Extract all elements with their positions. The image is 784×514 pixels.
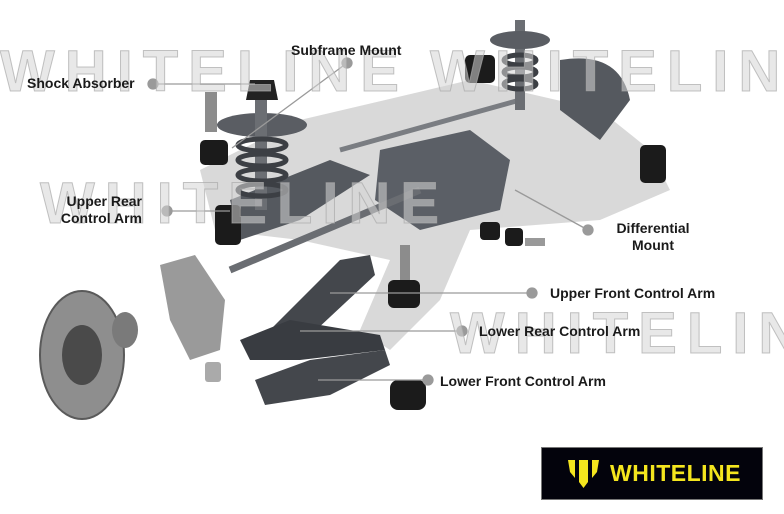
label-line: Control Arm bbox=[60, 210, 142, 226]
label-line: Upper Rear bbox=[66, 193, 142, 209]
bolt bbox=[400, 245, 410, 290]
rotor-hub bbox=[62, 325, 102, 385]
coil-spring bbox=[501, 52, 539, 92]
trailing-arm bbox=[560, 58, 630, 141]
label-line: Mount bbox=[632, 237, 674, 253]
bushing bbox=[388, 280, 420, 308]
sleeve bbox=[525, 238, 545, 246]
label-upper-front-control-arm: Upper Front Control Arm bbox=[550, 285, 716, 301]
top-mount bbox=[246, 80, 278, 100]
label-upper-rear-control-arm: Upper Rear Control Arm bbox=[40, 193, 142, 227]
lower-rear-arm bbox=[240, 320, 385, 360]
bushing bbox=[505, 228, 523, 246]
driveshaft bbox=[339, 97, 521, 153]
upper-rear-arm bbox=[230, 160, 370, 240]
sleeve bbox=[205, 362, 221, 382]
shock-absorber bbox=[255, 80, 267, 210]
bushing bbox=[465, 55, 495, 83]
wheel-bearing bbox=[112, 312, 138, 348]
lower-front-arm bbox=[255, 350, 390, 405]
label-lower-rear-control-arm: Lower Rear Control Arm bbox=[479, 323, 641, 339]
logo-mark-icon bbox=[568, 459, 599, 488]
bushing bbox=[215, 205, 241, 245]
bushing bbox=[640, 145, 666, 183]
logo-text: WHITELINE bbox=[610, 460, 741, 486]
knuckle bbox=[160, 255, 225, 360]
bushing bbox=[390, 380, 426, 410]
driveshaft bbox=[228, 186, 422, 274]
sleeve bbox=[205, 92, 217, 132]
bushing bbox=[480, 222, 500, 240]
label-subframe-mount: Subframe Mount bbox=[291, 42, 402, 58]
differential bbox=[375, 130, 510, 230]
label-lower-front-control-arm: Lower Front Control Arm bbox=[440, 373, 606, 389]
whiteline-logo: WHITELINE bbox=[541, 447, 763, 500]
label-shock-absorber: Shock Absorber bbox=[27, 75, 135, 91]
label-differential-mount: Differential Mount bbox=[614, 220, 692, 254]
bushing bbox=[200, 140, 228, 165]
coil-spring bbox=[235, 136, 289, 199]
leader-lines bbox=[147, 57, 594, 386]
label-line: Differential bbox=[616, 220, 690, 236]
spring-seat bbox=[490, 31, 550, 49]
